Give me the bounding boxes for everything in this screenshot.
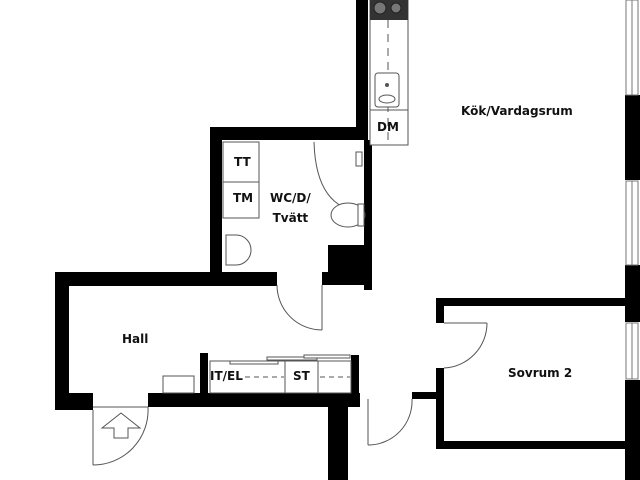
closet (162, 354, 352, 394)
entrance-arrow-icon (100, 412, 142, 439)
fixture-label-dishwasher: DM (377, 120, 399, 134)
fixture-label-it-el: IT/EL (210, 369, 243, 383)
fixture-label-storage: ST (293, 369, 310, 383)
fixture-label-dryer: TT (234, 155, 251, 169)
windows (625, 0, 639, 380)
room-label-wc-line2: Tvätt (272, 211, 309, 225)
walls (55, 0, 640, 480)
fixture-label-washer: TM (233, 191, 254, 205)
bathroom-fixtures (222, 141, 366, 266)
room-label-wc-line1: WC/D/ (270, 191, 311, 205)
room-label-kitchen-living: Kök/Vardagsrum (461, 104, 573, 118)
stove-burner (373, 1, 387, 15)
room-label-hall: Hall (122, 332, 149, 346)
stove-burner (390, 2, 402, 14)
kitchen-counter (369, 0, 409, 146)
room-label-bedroom-2: Sovrum 2 (508, 366, 573, 380)
room-label-wc: WC/D/ Tvätt (270, 188, 311, 228)
doors (92, 284, 488, 466)
